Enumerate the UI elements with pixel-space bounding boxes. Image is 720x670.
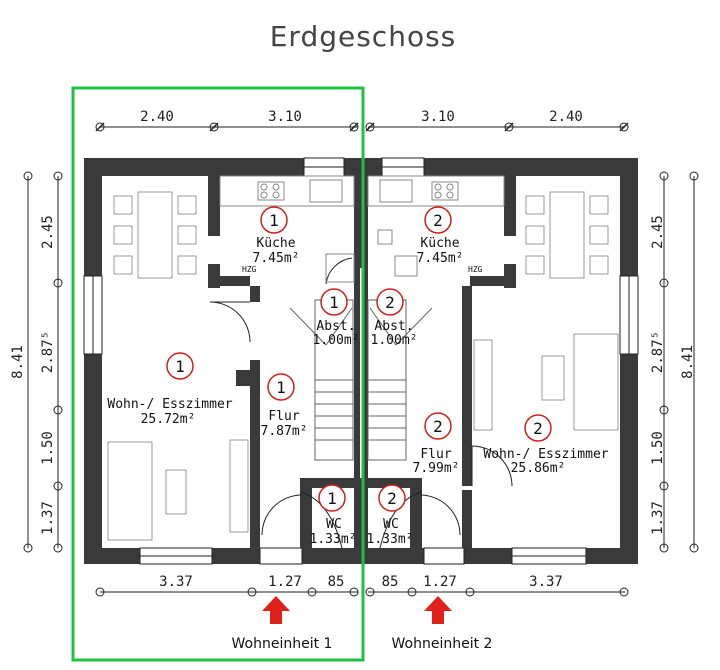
dim-bottom-5: 1.27: [423, 574, 457, 590]
room-area-wc-1: 1.33m²: [310, 532, 357, 547]
room-num-abst-1: 1: [329, 293, 339, 312]
dim-right-1: 2.45: [650, 215, 666, 249]
room-num-kueche-2: 2: [433, 211, 443, 230]
exterior-walls: [84, 158, 638, 564]
dim-bottom-6: 3.37: [529, 574, 563, 590]
room-area-abst-2: 1.00m²: [371, 333, 418, 348]
room-num-wohn-1: 1: [175, 357, 185, 376]
dim-bottom-3: 85: [328, 574, 345, 590]
entrance-arrow-icon-2: [424, 596, 452, 624]
room-area-wohn-2: 25.86m²: [511, 461, 566, 476]
dim-bottom-4: 85: [382, 574, 399, 590]
room-name-wohn-1: Wohn-/ Esszimmer: [107, 397, 232, 412]
dim-right-total: 8.41: [680, 345, 696, 379]
room-area-kueche-1: 7.45m²: [253, 251, 300, 266]
room-name-wc-1: WC: [326, 517, 342, 532]
dimension-chain-top: [95, 122, 629, 132]
dim-left-2: 2.87⁵: [40, 331, 56, 373]
dim-right-3: 1.50: [650, 431, 666, 465]
unit-1-highlight-frame: [71, 86, 365, 662]
room-num-flur-2: 2: [433, 417, 443, 436]
room-num-abst-2: 2: [385, 293, 395, 312]
dim-left-total: 8.41: [10, 345, 26, 379]
dim-top-1: 2.40: [140, 109, 174, 125]
dim-bottom-2: 1.27: [268, 574, 302, 590]
dim-left-3: 1.50: [40, 431, 56, 465]
room-area-kueche-2: 7.45m²: [417, 251, 464, 266]
furniture: [107, 191, 619, 541]
room-num-wc-1: 1: [327, 489, 337, 508]
room-name-wohn-2: Wohn-/ Esszimmer: [483, 447, 608, 462]
room-name-flur-2: Flur: [420, 447, 451, 462]
hzg-label-1: HZG: [242, 265, 257, 274]
page-title: Erdgeschoss: [270, 20, 457, 53]
dimension-chain-bottom: [95, 587, 629, 597]
room-num-flur-1: 1: [276, 378, 286, 397]
room-num-wohn-2: 2: [533, 419, 543, 438]
room-name-abst-1: Abst.: [316, 319, 355, 334]
dimension-chain-left: [23, 171, 63, 553]
room-num-wc-2: 2: [387, 489, 397, 508]
room-area-wc-2: 1.33m²: [367, 532, 414, 547]
windows: [83, 157, 639, 565]
dim-right-4: 1.37: [650, 501, 666, 535]
room-area-abst-1: 1.00m²: [313, 333, 360, 348]
dim-top-4: 2.40: [549, 109, 583, 125]
room-name-wc-2: WC: [383, 517, 399, 532]
entrance-arrow-icon: [262, 596, 290, 624]
room-area-wohn-1: 25.72m²: [141, 412, 196, 427]
kitchen-counters: [219, 175, 505, 283]
hzg-label-2: HZG: [468, 265, 483, 274]
room-area-flur-2: 7.99m²: [413, 461, 460, 476]
room-num-kueche-1: 1: [269, 211, 279, 230]
dim-left-1: 2.45: [40, 215, 56, 249]
interior-walls: [208, 176, 516, 548]
dim-bottom-1: 3.37: [159, 574, 193, 590]
room-name-flur-1: Flur: [268, 409, 299, 424]
dim-top-2: 3.10: [268, 109, 302, 125]
dim-right-2: 2.87⁵: [650, 331, 666, 373]
unit-label-1: Wohneinheit 1: [232, 636, 333, 652]
dim-top-3: 3.10: [421, 109, 455, 125]
room-name-kueche-1: Küche: [256, 236, 295, 251]
stairs: [289, 299, 433, 461]
room-markers: [166, 206, 552, 512]
room-name-abst-2: Abst.: [374, 319, 413, 334]
dim-left-4: 1.37: [40, 501, 56, 535]
dimension-chain-right: [659, 171, 699, 553]
room-name-kueche-2: Küche: [420, 236, 459, 251]
unit-label-2: Wohneinheit 2: [392, 636, 493, 652]
room-area-flur-1: 7.87m²: [261, 424, 308, 439]
doors: [209, 257, 513, 549]
